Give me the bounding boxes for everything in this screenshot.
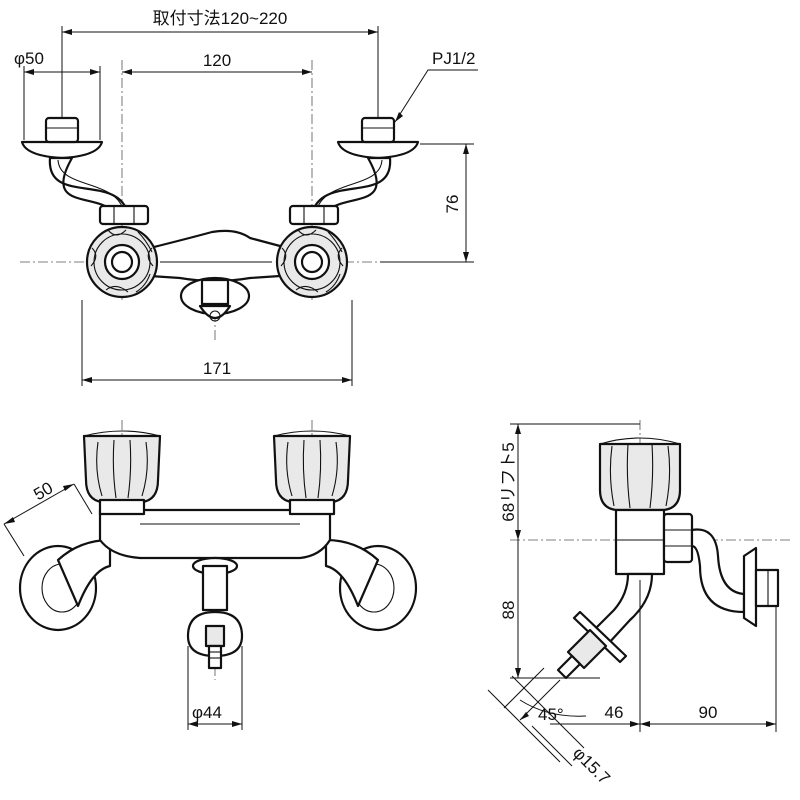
dim-thread-spec: PJ1/2	[432, 49, 475, 68]
dim-center-distance: 120	[203, 51, 231, 70]
dim-spout-diameter: φ44	[192, 703, 222, 722]
dim-inlet-diameter: φ50	[14, 49, 44, 68]
dim-depth-90: 90	[699, 703, 718, 722]
dim-height-76: 76	[443, 195, 462, 214]
dim-mount-range: 取付寸法120~220	[153, 9, 288, 28]
side-view	[510, 420, 790, 680]
top-view	[18, 420, 418, 680]
dim-width-171: 171	[203, 359, 231, 378]
front-view	[20, 60, 420, 340]
dim-width-46: 46	[605, 703, 624, 722]
front-dimensions: 取付寸法120~220 φ50 120 PJ1/2 76 171	[14, 9, 478, 386]
dim-lift-68: 68リフト5	[499, 442, 518, 521]
dim-hose-diameter: φ15.7	[569, 743, 614, 788]
dim-side-50: 50	[30, 478, 56, 504]
dim-height-88: 88	[499, 601, 518, 620]
